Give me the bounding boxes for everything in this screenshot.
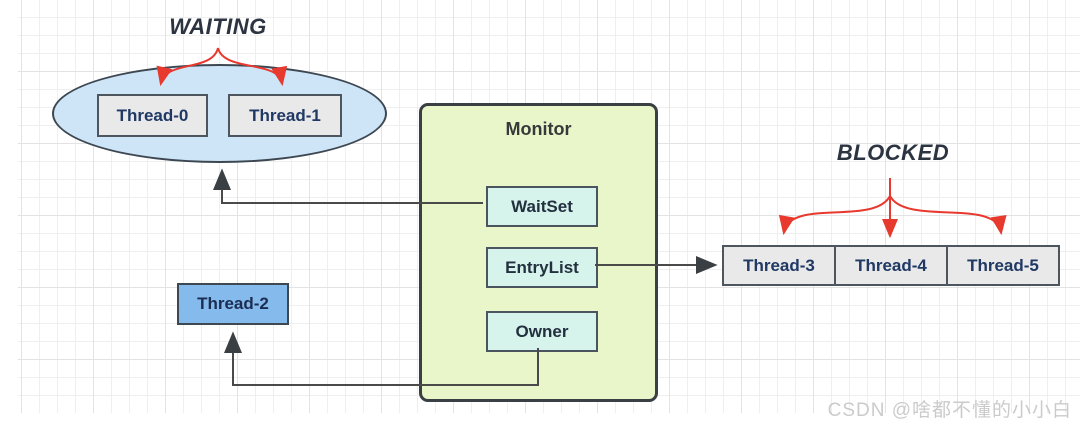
csdn-watermark: CSDN @啥都不懂的小小白 <box>827 400 1072 421</box>
monitor-title: Monitor <box>505 119 572 139</box>
monitor-slot-owner: Owner <box>486 311 598 352</box>
waiting-state-label: WAITING <box>169 14 267 39</box>
monitor-box: Monitor WaitSet EntryList Owner <box>419 103 658 402</box>
thread-1-box: Thread-1 <box>228 94 342 137</box>
blocked-state-label: BLOCKED <box>836 140 950 165</box>
monitor-slot-waitset: WaitSet <box>486 186 598 227</box>
thread-2-box: Thread-2 <box>177 283 289 325</box>
thread-4-box: Thread-4 <box>834 245 948 286</box>
monitor-slot-entrylist: EntryList <box>486 247 598 288</box>
thread-0-box: Thread-0 <box>97 94 208 137</box>
thread-3-box: Thread-3 <box>722 245 836 286</box>
thread-5-box: Thread-5 <box>946 245 1060 286</box>
blocked-threads-row: Thread-3 Thread-4 Thread-5 <box>722 245 1060 286</box>
